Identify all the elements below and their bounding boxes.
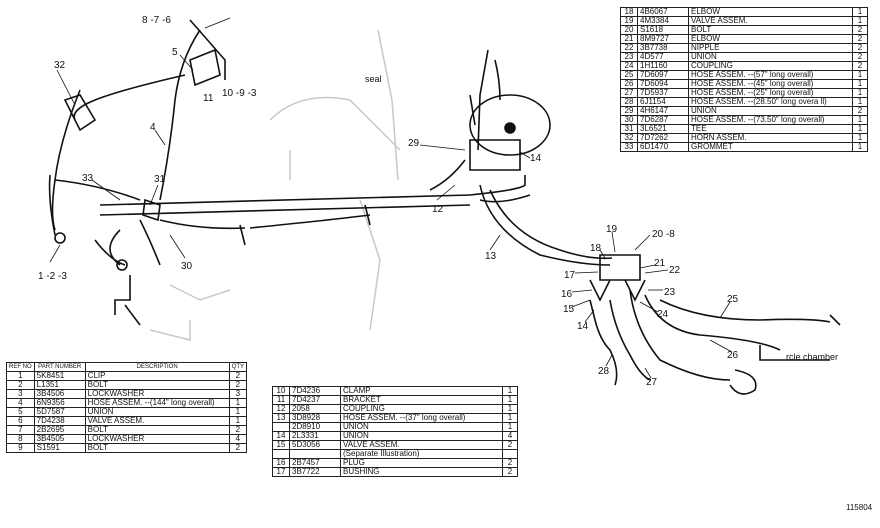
cell-ref: 17 — [272, 467, 290, 477]
cell-desc: HORN ASSEM. — [688, 133, 853, 143]
callout-1-2-3: 1 -2 -3 — [38, 271, 67, 282]
cell-desc: UNION — [340, 431, 503, 441]
header-description: DESCRIPTION — [84, 362, 230, 372]
cell-desc: COUPLING — [340, 404, 503, 414]
cell-qty: 2 — [502, 440, 518, 450]
callout-16: 16 — [561, 289, 573, 300]
cell-desc: TEE — [688, 124, 853, 134]
callout-33: 33 — [82, 173, 94, 184]
callout-5: 5 — [172, 47, 178, 58]
callout-22: 22 — [669, 265, 681, 276]
cell-desc: UNION — [84, 407, 230, 417]
callout-19: 19 — [606, 224, 618, 235]
faint-background-outlines — [149, 29, 401, 341]
cell-desc: BRACKET — [340, 395, 503, 405]
cell-desc: LOCKWASHER — [84, 389, 230, 399]
cell-part: S1591 — [33, 443, 86, 453]
callout-25: 25 — [727, 294, 739, 305]
cell-desc: BOLT — [84, 443, 230, 453]
cell-desc: HOSE ASSEM. --(144" long overall) — [84, 398, 230, 408]
callout-29: 29 — [408, 138, 420, 149]
callout-31: 31 — [154, 174, 166, 185]
cell-desc: CLIP — [84, 371, 230, 381]
seat-label: seal — [365, 74, 382, 84]
callout-8-7-6: 8 -7 -6 — [142, 15, 171, 26]
callout-15: 15 — [563, 304, 575, 315]
callout-4: 4 — [150, 122, 156, 133]
callout-10-9-3: 10 -9 -3 — [222, 88, 257, 99]
figure-number: 115804 — [846, 503, 873, 512]
cell-desc: BOLT — [84, 425, 230, 435]
callout-32: 32 — [54, 60, 66, 71]
cell-desc: VALVE ASSEM. — [340, 440, 503, 450]
cell-desc: PLUG — [340, 458, 503, 468]
callout-numbers: 8 -7 -6 5 32 11 10 -9 -3 4 33 31 1 -2 -3… — [38, 15, 838, 388]
cell-desc: GROMMET — [688, 142, 853, 152]
cell-desc: CLAMP — [340, 386, 503, 396]
cell-desc: VALVE ASSEM. — [688, 16, 853, 26]
callout-18: 18 — [590, 243, 602, 254]
leader-lines — [49, 17, 733, 379]
cell-desc: UNION — [688, 52, 853, 62]
cell-desc: UNION — [340, 422, 503, 432]
cell-desc: ELBOW — [688, 34, 853, 44]
callout-30: 30 — [181, 261, 193, 272]
cell-part: 3B7722 — [289, 467, 341, 477]
hose-lines — [48, 19, 831, 386]
callout-23: 23 — [664, 287, 676, 298]
callout-20-8: 20 -8 — [652, 229, 675, 240]
cell-qty: 2 — [502, 467, 518, 477]
callout-28: 28 — [598, 366, 610, 377]
cell-desc: HOSE ASSEM. --(45" long overall) — [688, 79, 853, 89]
cell-ref: 33 — [620, 142, 638, 152]
cell-desc: ELBOW — [688, 7, 853, 17]
cell-desc: HOSE ASSEM. --(25" long overall) — [688, 88, 853, 98]
cell-desc: (Separate Illustration) — [340, 449, 503, 459]
cell-ref: 15 — [272, 440, 290, 450]
cell-desc: HOSE ASSEM. --(28.50" long overa ll) — [688, 97, 853, 107]
callout-14-top: 14 — [530, 153, 542, 164]
callout-27: 27 — [646, 377, 658, 388]
cell-desc: BOLT — [688, 25, 853, 35]
cell-ref: 13 — [272, 413, 290, 423]
cell-desc: HOSE ASSEM. --(37" long overall) — [340, 413, 503, 423]
cell-desc: NIPPLE — [688, 43, 853, 53]
callout-12: 12 — [432, 204, 444, 215]
cell-desc: COUPLING — [688, 61, 853, 71]
cell-qty: 1 — [852, 142, 868, 152]
components — [54, 48, 841, 395]
cell-desc: VALVE ASSEM. — [84, 416, 230, 426]
callout-11: 11 — [203, 93, 214, 104]
callout-24: 24 — [657, 309, 669, 320]
callout-21: 21 — [654, 258, 666, 269]
cell-desc: HOSE ASSEM. --(57" long overall) — [688, 70, 853, 80]
cell-part: 5D3056 — [289, 440, 341, 450]
cell-desc: BUSHING — [340, 467, 503, 477]
callout-26: 26 — [727, 350, 739, 361]
callout-14-bottom: 14 — [577, 321, 589, 332]
cell-desc: HOSE ASSEM. --(73.50" long overall) — [688, 115, 853, 125]
callout-17: 17 — [564, 270, 576, 281]
cell-desc: BOLT — [84, 380, 230, 390]
cell-ref: 9 — [6, 443, 35, 453]
cell-desc: UNION — [688, 106, 853, 116]
brake-chamber-label: rcle chamber — [786, 352, 838, 362]
cell-desc: LOCKWASHER — [84, 434, 230, 444]
callout-13: 13 — [485, 251, 497, 262]
cell-qty: 2 — [228, 443, 248, 453]
cell-part: 6D1470 — [637, 142, 689, 152]
